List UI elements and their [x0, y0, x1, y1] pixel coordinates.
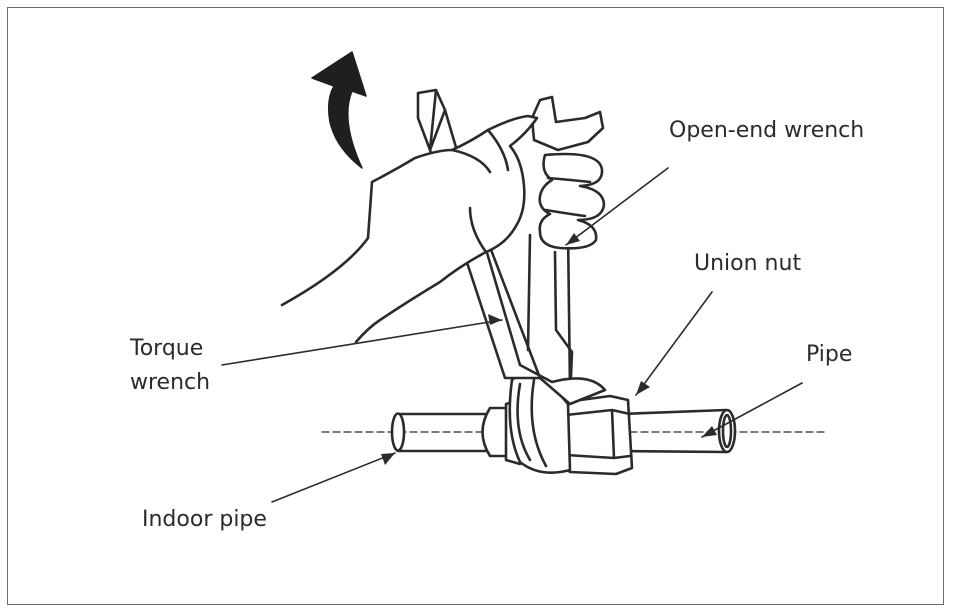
- label-open-end-wrench: Open-end wrench: [669, 118, 865, 143]
- union-nut-shape: [560, 394, 634, 476]
- leader-indoor-pipe: [271, 452, 396, 503]
- open-end-wrench-shape: [526, 95, 606, 402]
- label-indoor-pipe: Indoor pipe: [142, 507, 267, 532]
- label-pipe: Pipe: [806, 342, 853, 367]
- leader-union-nut: [635, 291, 713, 396]
- label-torque-line1: Torque: [130, 336, 204, 361]
- torque-wrench-head-shape: [508, 371, 572, 474]
- hand-shape: [280, 114, 539, 344]
- leader-lines: [221, 167, 803, 503]
- leader-torque-wrench: [221, 319, 503, 366]
- diagram-frame: [7, 7, 944, 605]
- leader-open-end-wrench: [565, 167, 669, 246]
- label-torque-line2: wrench: [130, 370, 211, 395]
- right-pipe-shape: [618, 408, 737, 454]
- label-union-nut: Union nut: [694, 251, 802, 276]
- leader-pipe: [701, 382, 803, 438]
- rotation-arrow-icon: [311, 51, 367, 169]
